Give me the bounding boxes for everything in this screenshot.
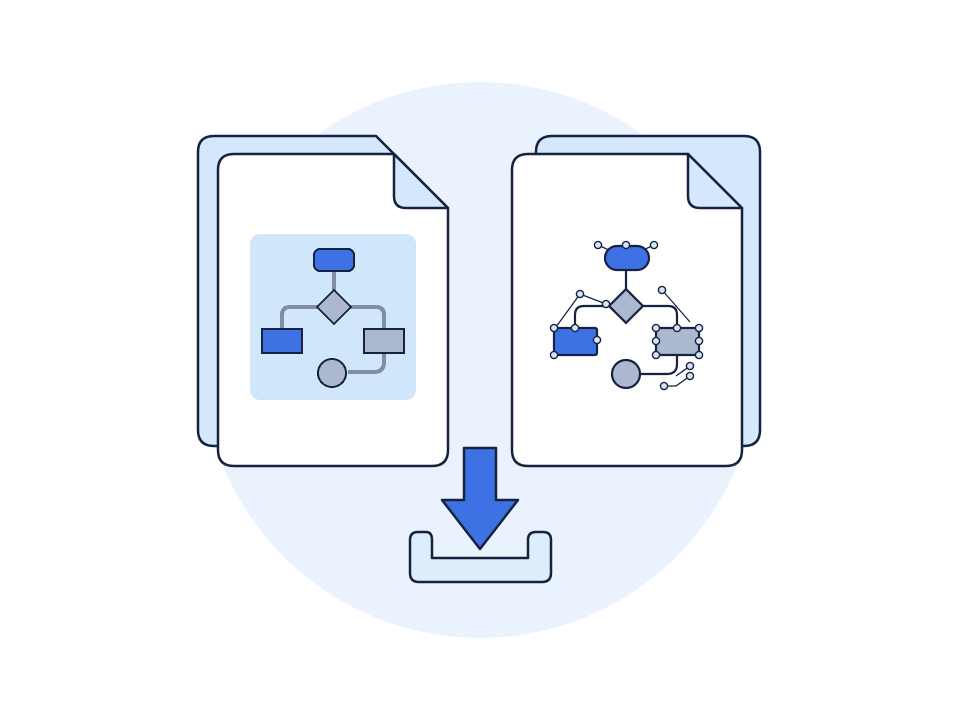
anchor-point (685, 371, 695, 381)
raster-top-node (313, 248, 355, 272)
anchor-point (621, 240, 631, 250)
anchor-point (672, 323, 682, 333)
anchor-point (659, 381, 669, 391)
anchor-point (651, 323, 661, 333)
anchor-point (694, 350, 704, 360)
raster-document (196, 134, 450, 468)
anchor-point (651, 336, 661, 346)
raster-right-box (363, 328, 405, 354)
anchor-point (694, 323, 704, 333)
anchor-point (592, 335, 602, 345)
raster-circle-node (317, 358, 347, 388)
vector-decision-node (607, 287, 645, 325)
tray-icon (408, 530, 553, 584)
anchor-point (549, 323, 559, 333)
anchor-point (575, 289, 585, 299)
anchor-point (549, 350, 559, 360)
vector-anchor-points (549, 240, 704, 391)
down-arrow-icon (440, 446, 520, 551)
anchor-point (657, 285, 667, 295)
anchor-point (601, 299, 611, 309)
vector-flowchart (549, 240, 704, 391)
anchor-point (649, 240, 659, 250)
raster-decision-node (315, 288, 353, 326)
download-action (408, 446, 553, 584)
vector-top-node (603, 244, 651, 272)
raster-connectors (280, 272, 386, 374)
pixelated-flowchart (261, 248, 405, 388)
vector-document (510, 134, 762, 468)
anchor-point (593, 240, 603, 250)
raster-left-box (261, 328, 303, 354)
vector-connectors (573, 270, 679, 376)
anchor-point (570, 323, 580, 333)
anchor-point (685, 361, 695, 371)
anchor-point (694, 336, 704, 346)
vector-circle-node (610, 358, 642, 390)
raster-document-corner-fold (392, 152, 450, 210)
anchor-point (651, 350, 661, 360)
vector-document-corner-fold (686, 152, 744, 210)
